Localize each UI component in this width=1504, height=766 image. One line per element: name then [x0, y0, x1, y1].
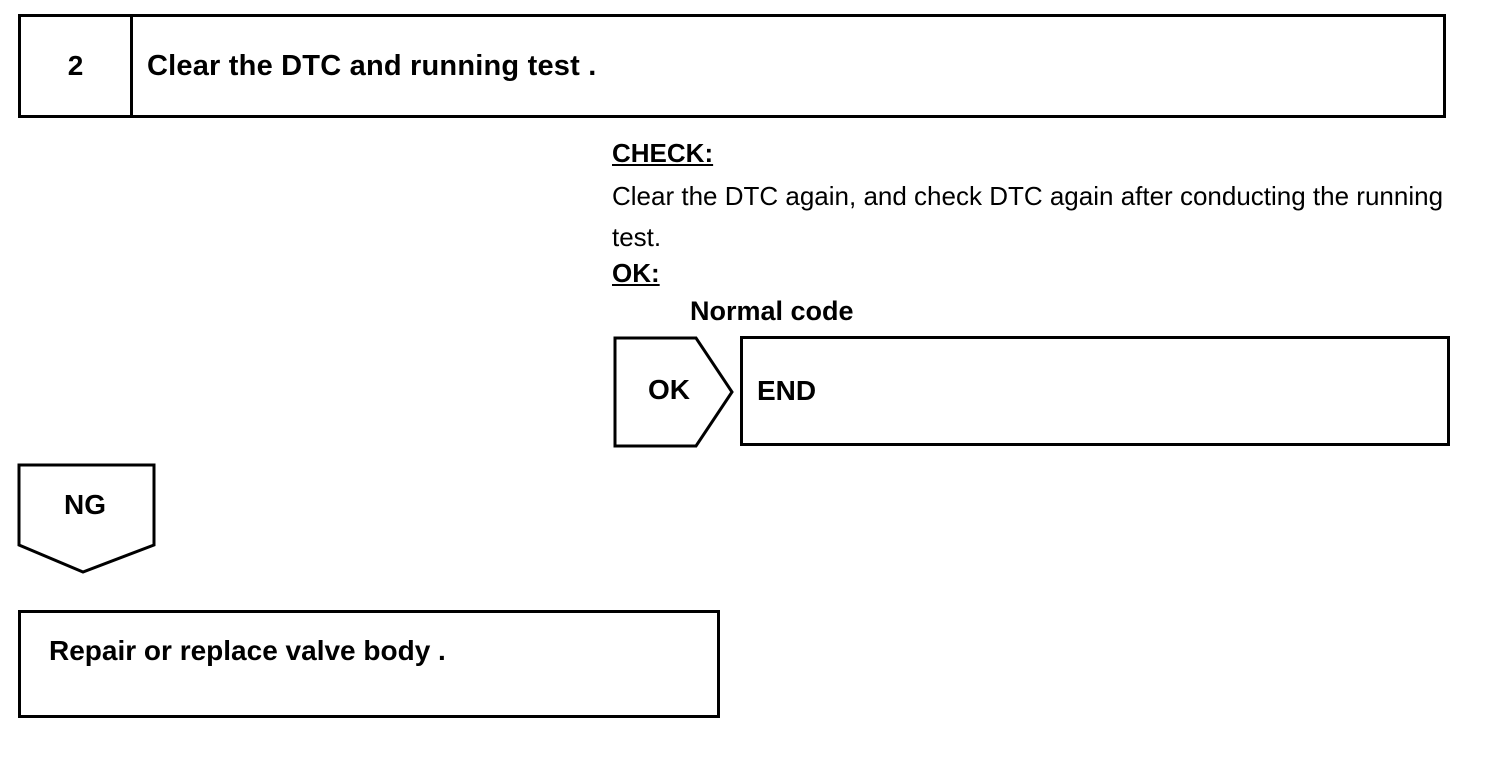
ok-arrow-label: OK [648, 374, 690, 405]
step-title: Clear the DTC and running test . [147, 49, 597, 82]
check-heading: CHECK: [612, 138, 714, 168]
ok-heading: OK: [612, 258, 660, 288]
ok-arrow-shape [613, 336, 734, 448]
end-label: END [757, 375, 817, 406]
check-instruction: Clear the DTC again, and check DTC again… [612, 181, 1444, 252]
ok-condition: Normal code [690, 296, 854, 326]
ng-arrow-label: NG [64, 489, 106, 520]
ng-arrow-shape [17, 463, 156, 574]
step-number: 2 [21, 17, 133, 115]
step-header: 2 Clear the DTC and running test . [18, 14, 1446, 118]
end-box: END [740, 336, 1450, 446]
repair-action-box: Repair or replace valve body . [18, 610, 720, 718]
repair-action-text: Repair or replace valve body . [49, 635, 446, 666]
